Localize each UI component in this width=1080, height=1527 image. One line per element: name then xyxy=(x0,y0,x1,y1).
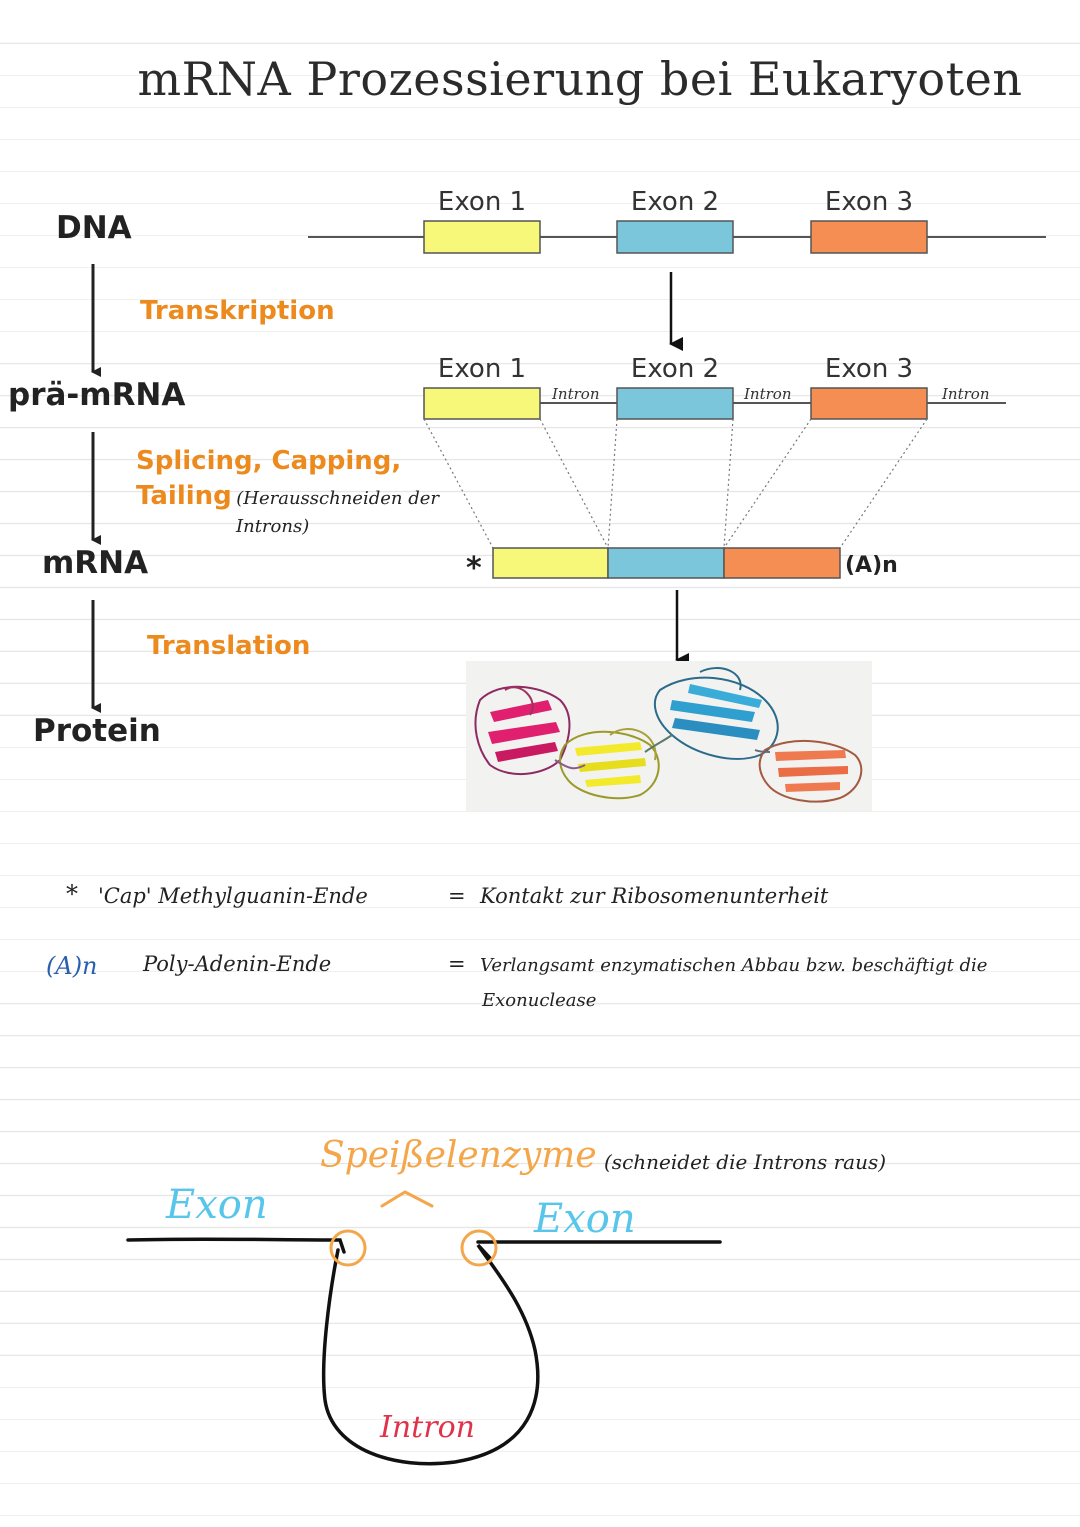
cap-note-meaning: Kontakt zur Ribosomenunterheit xyxy=(480,884,829,908)
polya-label: (A)n xyxy=(845,553,898,578)
stage-protein: Protein xyxy=(33,713,161,749)
process-tailing-row: Tailing (Herausschneiden der xyxy=(136,481,439,511)
exon-left-label: Exon xyxy=(166,1182,268,1228)
intron-label-2: Intron xyxy=(743,385,791,403)
spliceosome-caret xyxy=(380,1190,434,1208)
cap-note-symbol: * xyxy=(66,880,78,908)
pre-mrna-exon-2-label: Exon 2 xyxy=(631,354,719,384)
spliceosome-label: Speißelenzyme xyxy=(320,1135,597,1176)
dna-exon-3 xyxy=(810,220,928,254)
page-title: mRNA Prozessierung bei Eukaryoten xyxy=(137,52,1023,106)
gene-diagram: Exon 1 Exon 2 Exon 3 Exon 1 Exon 2 Exon … xyxy=(308,187,1046,811)
intron-label-3: Intron xyxy=(941,385,989,403)
pre-mrna-exon-1-label: Exon 1 xyxy=(438,354,526,384)
stage-pre-mrna: prä-mRNA xyxy=(8,377,186,413)
polya-note-symbol: (A)n xyxy=(46,952,98,980)
spliceosome-note: (schneidet die Introns raus) xyxy=(604,1150,887,1174)
intron-label-1: Intron xyxy=(551,385,599,403)
pre-mrna-exon-1 xyxy=(423,387,541,420)
intron-loop-label: Intron xyxy=(380,1410,475,1445)
intron-loop xyxy=(321,1243,540,1466)
polya-note-term: Poly-Adenin-Ende xyxy=(143,952,332,976)
mrna-exon-3 xyxy=(723,547,841,579)
protein-structure-image xyxy=(466,661,872,811)
splice-guide-lines xyxy=(423,418,928,549)
process-splicing-capping: Splicing, Capping, xyxy=(136,446,402,476)
mrna-exon-1 xyxy=(492,547,609,579)
cap-note-term: 'Cap' Methylguanin-Ende xyxy=(98,884,368,908)
dna-exon-3-label: Exon 3 xyxy=(825,187,913,217)
process-translation: Translation xyxy=(147,631,311,661)
pre-mrna-exon-3 xyxy=(810,387,928,420)
polya-note-meaning-2: Exonuclease xyxy=(482,990,597,1011)
polya-note-meaning-1: Verlangsamt enzymatischen Abbau bzw. bes… xyxy=(480,955,988,976)
polya-note-eq: = xyxy=(448,952,466,976)
exon-right-label: Exon xyxy=(534,1196,636,1242)
splice-site-right xyxy=(460,1229,498,1267)
cap-symbol: * xyxy=(466,551,482,586)
dna-exon-1-label: Exon 1 xyxy=(438,187,526,217)
splicing-note-line2: Introns) xyxy=(236,516,310,537)
flow-arrows xyxy=(91,264,101,713)
splice-sketch-drawing xyxy=(126,1190,722,1466)
pre-mrna-exon-3-label: Exon 3 xyxy=(825,354,913,384)
process-transcription: Transkription xyxy=(140,296,335,326)
stage-dna: DNA xyxy=(56,210,132,246)
dna-exon-2 xyxy=(616,220,734,254)
exon-left-line xyxy=(126,1237,346,1254)
pre-mrna-exon-2 xyxy=(616,387,734,420)
dna-exon-1 xyxy=(423,220,541,254)
process-tailing: Tailing xyxy=(136,481,232,511)
stage-mrna: mRNA xyxy=(42,545,149,581)
cap-note-eq: = xyxy=(448,884,466,908)
splice-site-left xyxy=(329,1229,367,1267)
splicing-note-line1: (Herausschneiden der xyxy=(236,488,439,509)
mrna-exon-2 xyxy=(607,547,725,579)
dna-exon-2-label: Exon 2 xyxy=(631,187,719,217)
